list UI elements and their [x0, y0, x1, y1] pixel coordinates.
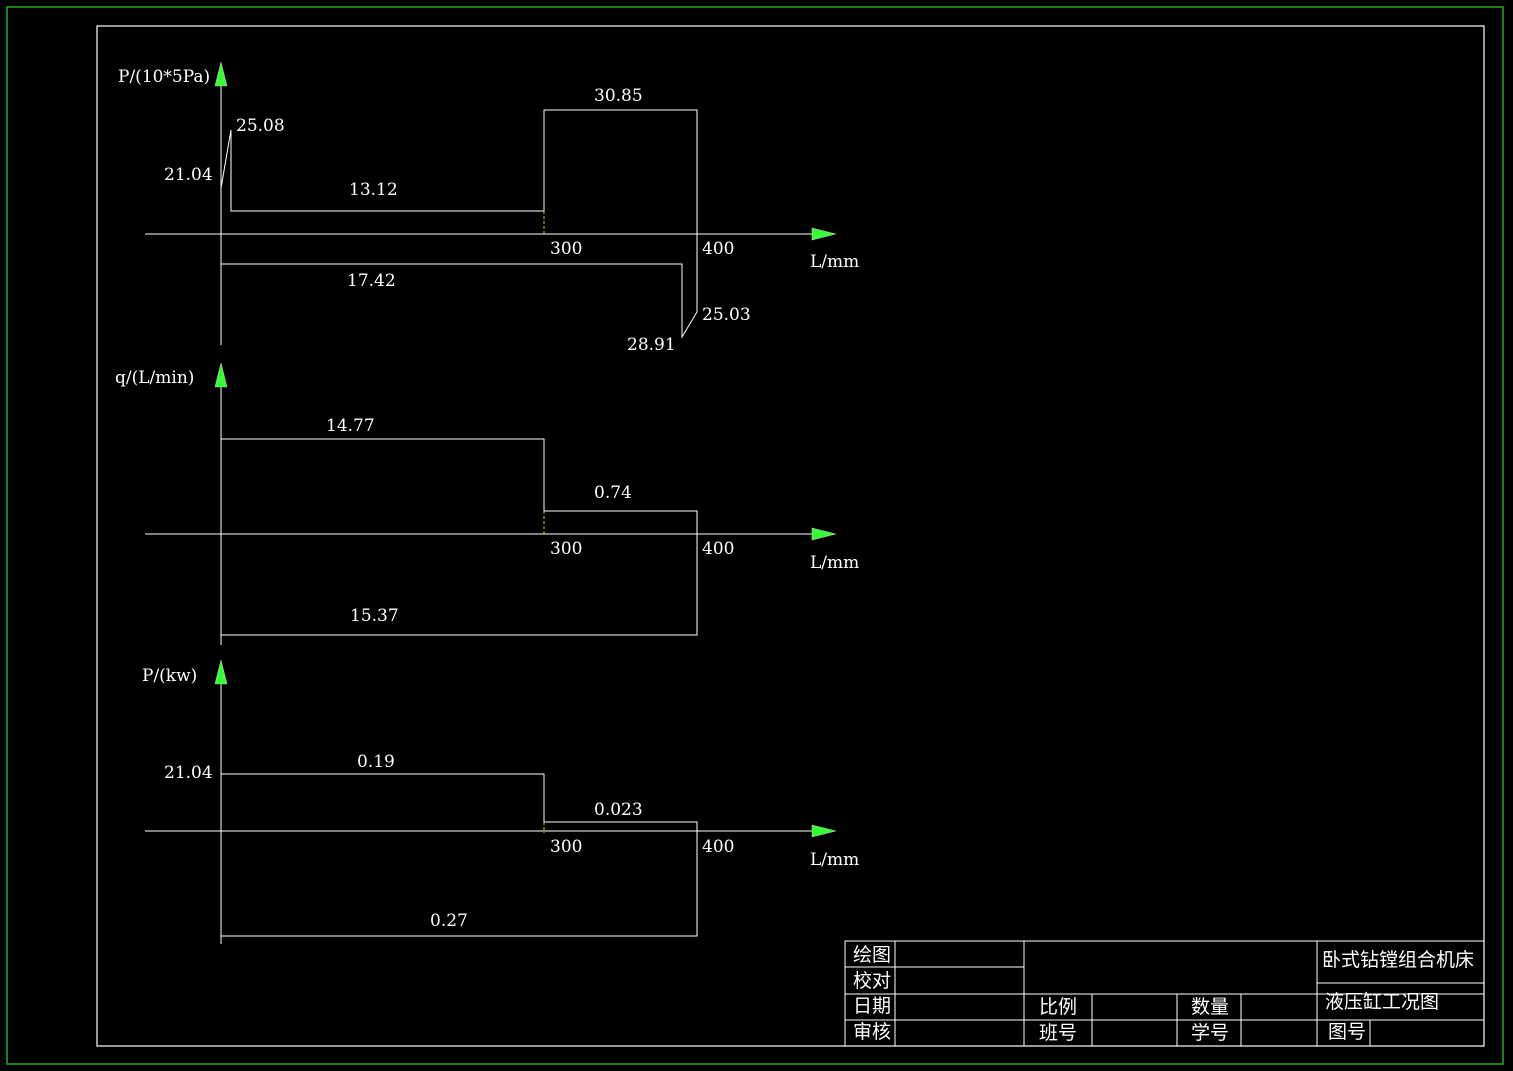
tb-scale-label: 比例 [1039, 996, 1077, 1018]
tb-drawing-name: 液压缸工况图 [1325, 991, 1439, 1013]
pressure-return-end-value: 25.03 [702, 305, 751, 325]
flow-x-label: L/mm [810, 553, 859, 573]
pressure-forward-line [220, 109, 698, 234]
title-block-text: 绘图 校对 日期 审核 比例 班号 数量 学号 卧式钻镗组合机床 液压缸工况图 … [853, 944, 1474, 1044]
tb-draw-label: 绘图 [853, 944, 891, 966]
pressure-x-label: L/mm [810, 252, 859, 272]
tb-check-label: 校对 [853, 970, 891, 992]
pressure-return-peak-value: 28.91 [627, 335, 676, 355]
pressure-start-value: 21.04 [164, 165, 213, 185]
power-x-label: L/mm [810, 850, 859, 870]
power-chart: P/(kw) 21.04 0.19 0.023 300 400 L/mm 0.2… [142, 659, 859, 944]
flow-return-value: 15.37 [350, 606, 399, 626]
tb-drawing-no-label: 图号 [1328, 1021, 1366, 1043]
power-return-value: 0.27 [430, 911, 468, 931]
flow-x-arrow [811, 527, 837, 541]
pressure-chart: P/(10*5Pa) 21.04 25.08 13.12 30.85 300 4… [118, 61, 859, 355]
flow-chart: q/(L/min) 14.77 0.74 300 400 L/mm 15.37 [115, 362, 859, 645]
flow-y-label: q/(L/min) [115, 368, 194, 388]
power-y-arrow [214, 659, 228, 685]
flow-y-arrow [214, 362, 228, 388]
flow-fast-value: 14.77 [326, 416, 375, 436]
power-tick-400: 400 [702, 837, 734, 857]
pressure-y-arrow [214, 61, 228, 87]
flow-work-value: 0.74 [594, 483, 632, 503]
tb-class-label: 班号 [1039, 1022, 1077, 1044]
power-ref-value: 21.04 [164, 763, 213, 783]
pressure-fast-feed-value: 30.85 [594, 86, 643, 106]
flow-tick-400: 400 [702, 539, 734, 559]
pressure-return-value: 17.42 [347, 271, 396, 291]
pressure-tick-400: 400 [702, 239, 734, 259]
pressure-x-arrow [811, 227, 837, 241]
pressure-peak-value: 25.08 [236, 116, 285, 136]
power-fast-value: 0.19 [357, 752, 395, 772]
flow-return-line [221, 534, 698, 636]
pressure-return-line [221, 234, 698, 339]
flow-tick-300: 300 [550, 539, 582, 559]
power-y-label: P/(kw) [142, 666, 197, 686]
outer-border [6, 6, 1504, 1065]
tb-review-label: 审核 [853, 1021, 891, 1043]
pressure-tick-300: 300 [550, 239, 582, 259]
tb-date-label: 日期 [853, 995, 891, 1017]
pressure-work-value: 13.12 [349, 180, 398, 200]
power-return-line [221, 831, 698, 937]
power-x-arrow [811, 824, 837, 838]
power-tick-300: 300 [550, 837, 582, 857]
pressure-y-label: P/(10*5Pa) [118, 67, 210, 87]
title-block [844, 940, 1485, 1047]
tb-student-label: 学号 [1191, 1022, 1229, 1044]
tb-machine-name: 卧式钻镗组合机床 [1322, 949, 1474, 971]
power-work-value: 0.023 [594, 800, 643, 820]
inner-border [96, 25, 1485, 1047]
tb-quantity-label: 数量 [1191, 996, 1229, 1018]
